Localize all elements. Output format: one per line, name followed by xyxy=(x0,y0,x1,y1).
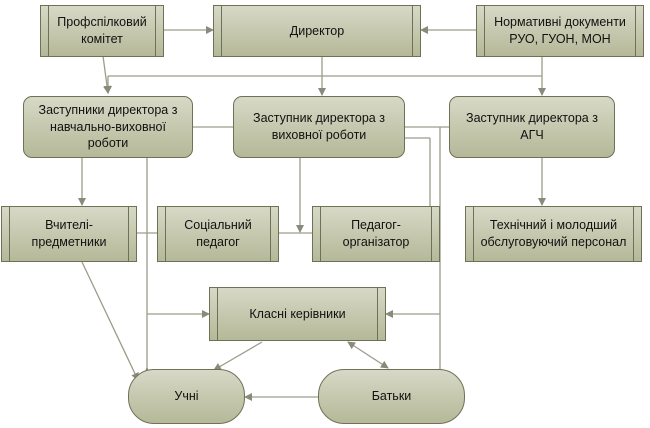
pedagogue-organizer-label: Педагог-організатор xyxy=(342,218,410,249)
subject-teachers-box: Вчителі-предметники xyxy=(1,206,137,262)
director-label: Директор xyxy=(289,23,345,38)
deputy-agch-box: Заступник директора з АГЧ xyxy=(449,96,615,158)
pedagogue-organizer-box: Педагог-організатор xyxy=(312,206,440,262)
deputy-agch-label: Заступник директора з АГЧ xyxy=(466,111,598,142)
social-pedagogue-label: Соціальний педагог xyxy=(184,218,252,249)
social-pedagogue-box: Соціальний педагог xyxy=(157,206,279,262)
class-teachers-box: Класні керівники xyxy=(209,287,386,341)
parents-label: Батьки xyxy=(371,389,412,404)
class-teachers-label: Класні керівники xyxy=(249,306,346,321)
students-box: Учні xyxy=(128,369,245,424)
union-committee-box: Профспілковий комітет xyxy=(40,5,164,57)
subject-teachers-label: Вчителі-предметники xyxy=(31,218,107,249)
deputy-upbringing-label: Заступник директора з виховної роботи xyxy=(253,111,385,142)
normative-documents-box: Нормативні документи РУО, ГУОН, МОН xyxy=(476,5,644,57)
union-committee-label: Профспілковий комітет xyxy=(57,15,147,46)
deputy-educational-label: Заступники директора з навчально-виховно… xyxy=(38,102,178,151)
parents-box: Батьки xyxy=(318,369,465,424)
normative-documents-label: Нормативні документи РУО, ГУОН, МОН xyxy=(494,15,626,46)
technical-staff-box: Технічний і молодший обслуговуючий персо… xyxy=(465,206,642,262)
deputy-upbringing-box: Заступник директора з виховної роботи xyxy=(233,96,405,158)
deputy-educational-box: Заступники директора з навчально-виховно… xyxy=(23,96,193,158)
technical-staff-label: Технічний і молодший обслуговуючий персо… xyxy=(480,218,627,249)
students-label: Учні xyxy=(174,389,199,404)
director-box: Директор xyxy=(213,5,421,57)
